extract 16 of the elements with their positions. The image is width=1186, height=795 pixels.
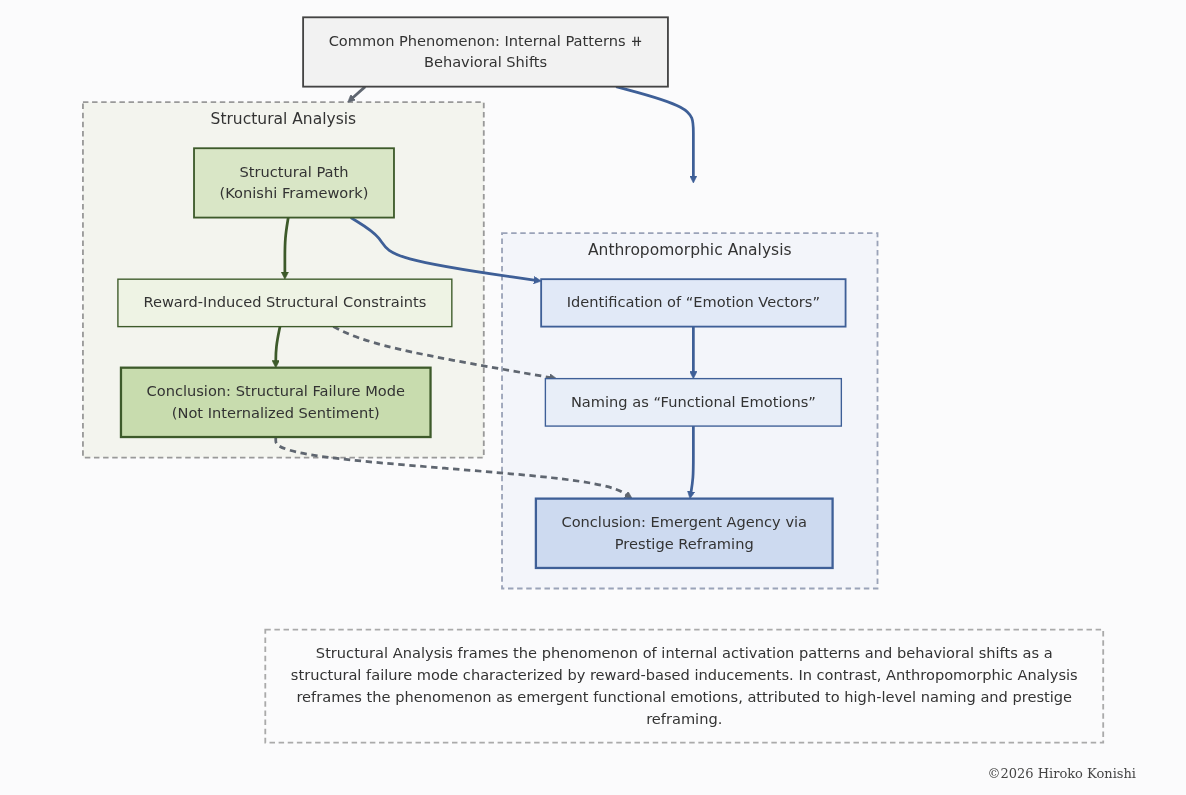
node-box: Reward-Induced Structural Constraints	[117, 278, 453, 328]
node-box: Structural Path (Konishi Framework)	[193, 147, 395, 219]
node-box: Common Phenomenon: Internal Patterns ⧺ Behavioral Shifts	[302, 16, 669, 88]
arrow	[689, 326, 698, 379]
arrow	[274, 437, 633, 499]
copyright-note: ©2026 Hiroko Konishi	[987, 766, 1136, 781]
node-box: Structural Analysis frames the phenomenon of internal activation patterns and behavioral shifts as a structural failure mode characterized by reward-based inducements. In contrast, Anthropomorphic Analysis reframes the phenomenon as emergent functional emotions, attributed to high-level naming and prestige reframing.	[264, 628, 1105, 744]
node-box: Conclusion: Structural Failure Mode (Not Internalized Sentiment)	[119, 366, 432, 439]
node-box: Identification of “Emotion Vectors”	[540, 278, 847, 328]
arrow	[280, 217, 290, 280]
arrow	[349, 216, 542, 285]
arrow	[347, 85, 367, 103]
arrow	[615, 85, 698, 184]
arrow	[687, 426, 696, 499]
node-box: Conclusion: Emergent Agency via Prestige Reframing	[534, 497, 834, 570]
node-box: Naming as “Functional Emotions”	[544, 377, 842, 427]
